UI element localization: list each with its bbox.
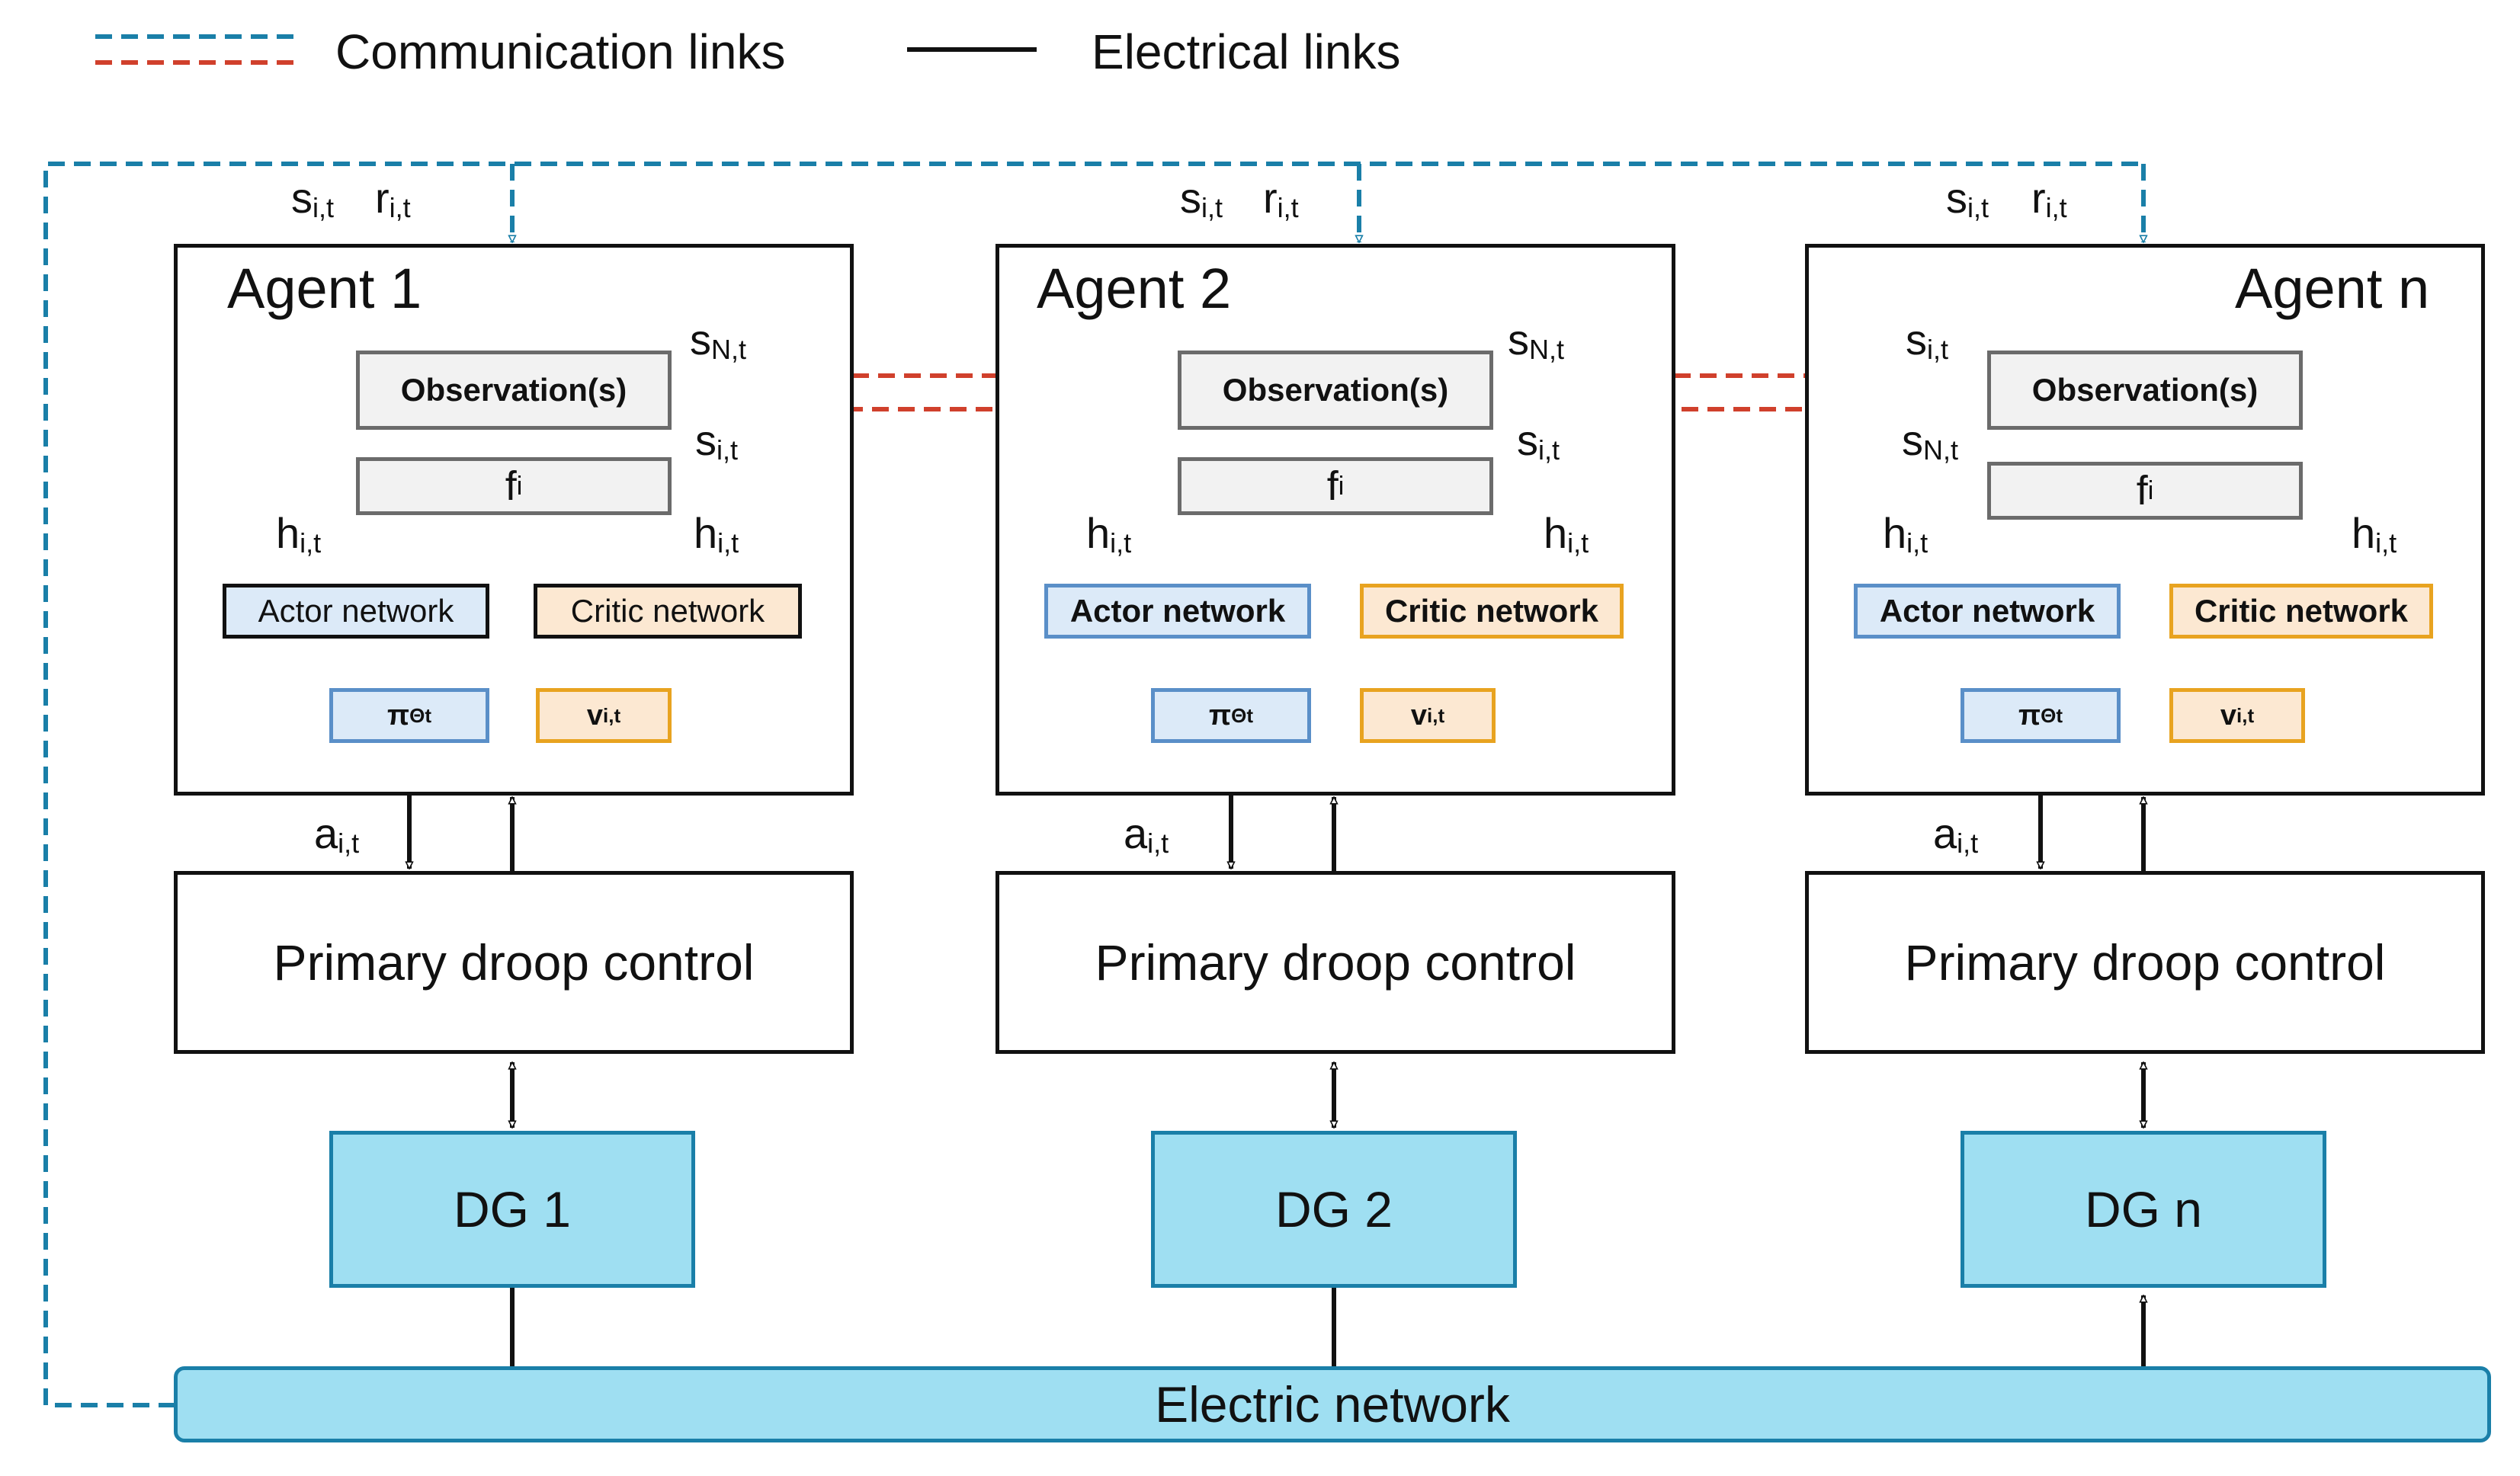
legend-lines [95,34,1037,65]
action-label-agentn: ai,t [1933,809,1979,859]
neighbor-state-in-agent2: si,t [1517,416,1560,466]
agent1-actor-network: Actor network [223,584,489,639]
agent1-frame [174,244,854,796]
neighbor-state-out-agent1: sN,t [690,315,747,365]
communication-bus [43,162,2143,1407]
hidden-state-right-agent2: hi,t [1544,509,1589,559]
agent2-critic-network: Critic network [1360,584,1624,639]
hidden-state-right-agentn: hi,t [2352,509,2397,559]
neighbor-state-in-agentn: si,t [1906,315,1949,365]
reward-label-agent1: ri,t [375,174,411,223]
hidden-state-left-agent2: hi,t [1086,509,1132,559]
agent1-critic-network: Critic network [534,584,802,639]
agent2-title: Agent 2 [1037,257,1232,320]
electric-network-bus: Electric network [174,1366,2491,1442]
agent2-droop-control: Primary droop control [995,871,1675,1054]
agentn-frame [1805,244,2485,796]
action-label-agent2: ai,t [1124,809,1169,859]
agentn-droop-control: Primary droop control [1805,871,2485,1054]
agentn-title: Agent n [2235,257,2430,320]
neighbor-state-out-agentn: sN,t [1902,416,1959,466]
dgn-box: DG n [1961,1131,2326,1288]
agent1-title: Agent 1 [227,257,422,320]
agent1-droop-control: Primary droop control [174,871,854,1054]
agent2-frame [995,244,1675,796]
agent1-observation-box: Observation(s) [356,351,672,430]
reward-label-agentn: ri,t [2031,174,2067,223]
agentn-observation-box: Observation(s) [1987,351,2303,430]
state-label-agent1: si,t [291,174,335,223]
comm-bus-loop [43,162,2143,1407]
hidden-state-right-agent1: hi,t [694,509,739,559]
hidden-state-left-agent1: hi,t [276,509,322,559]
agentn-critic-network: Critic network [2169,584,2433,639]
state-label-agentn: si,t [1946,174,1989,223]
dg2-box: DG 2 [1151,1131,1517,1288]
legend-communication-label: Communication links [335,24,786,79]
neighbor-state-in-agent1: si,t [695,416,739,466]
hidden-state-left-agentn: hi,t [1883,509,1928,559]
dg1-box: DG 1 [329,1131,695,1288]
state-label-agent2: si,t [1180,174,1223,223]
agent2-observation-box: Observation(s) [1178,351,1493,430]
reward-label-agent2: ri,t [1263,174,1299,223]
legend-electrical-label: Electrical links [1092,24,1401,79]
agent2-actor-network: Actor network [1044,584,1311,639]
neighbor-state-out-agent2: sN,t [1508,315,1565,365]
agentn-actor-network: Actor network [1854,584,2121,639]
action-label-agent1: ai,t [314,809,360,859]
